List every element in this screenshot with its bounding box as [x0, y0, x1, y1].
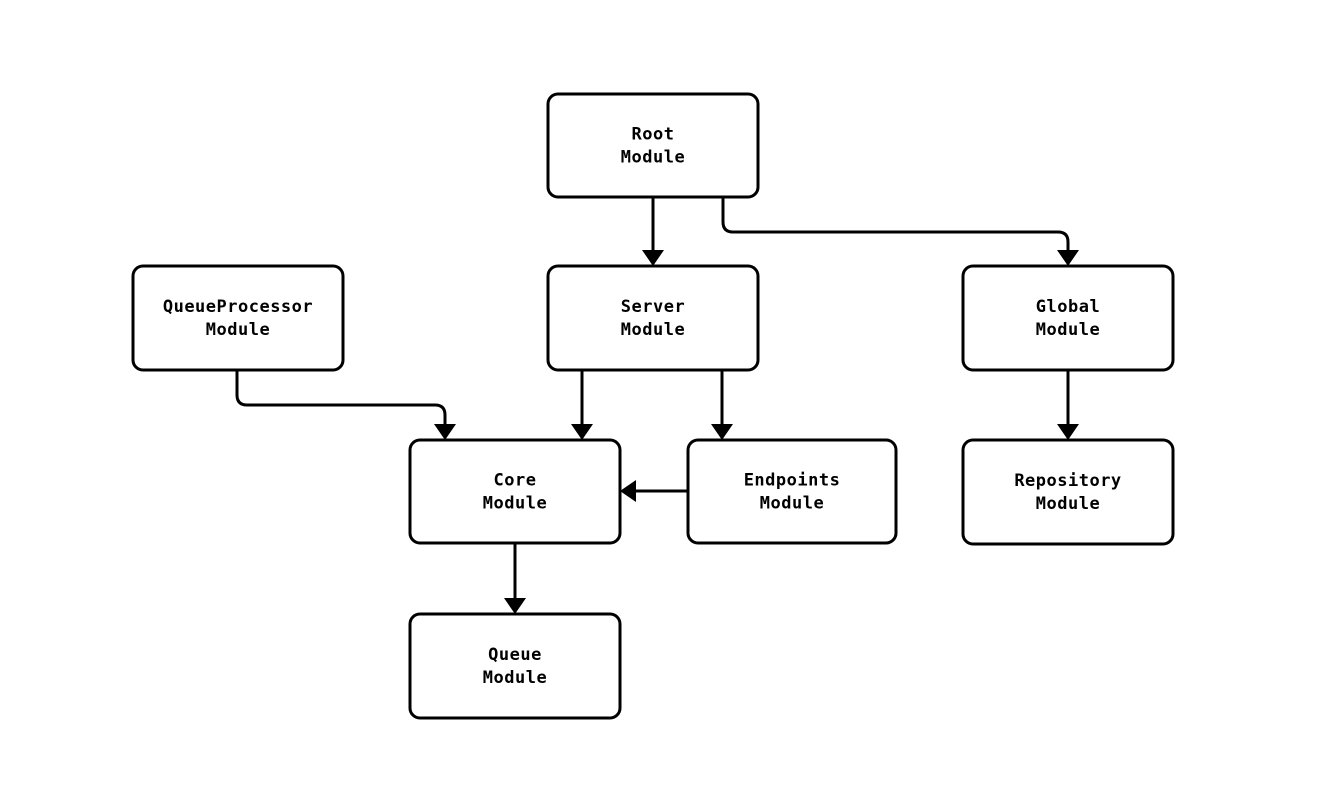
node-layer: RootModuleQueueProcessorModuleServerModu… — [131, 92, 1175, 720]
server-module-node-box[interactable] — [546, 264, 760, 372]
global-module-node-box[interactable] — [961, 264, 1175, 372]
edge-queueprocessor-to-core-arrowhead — [434, 424, 456, 440]
core-module-node-label-line1: Core — [494, 471, 537, 491]
core-module-node-box[interactable] — [408, 438, 622, 545]
edge-global-to-repository-arrowhead — [1057, 424, 1079, 440]
repository-module-node-label-line1: Repository — [1014, 471, 1121, 491]
queueprocessor-module-node-label-line1: QueueProcessor — [163, 297, 313, 317]
root-module-node-label-line1: Root — [632, 125, 675, 145]
queue-module-node-label-line1: Queue — [488, 645, 542, 665]
queueprocessor-module-node-box[interactable] — [131, 264, 345, 372]
server-module-node-label-line2: Module — [621, 320, 685, 340]
repository-module-node-box[interactable] — [961, 438, 1175, 546]
global-module-node-label-line1: Global — [1036, 297, 1100, 317]
endpoints-module-node-label-line1: Endpoints — [744, 471, 841, 491]
edge-root-to-global-line — [721, 197, 1070, 252]
edge-root-to-server — [642, 197, 664, 266]
edge-server-to-endpoints — [711, 370, 733, 440]
global-module-node-label-line2: Module — [1036, 320, 1100, 340]
edge-root-to-global-arrowhead — [1057, 250, 1079, 266]
edge-endpoints-to-core-arrowhead — [620, 480, 636, 502]
edge-server-to-core-arrowhead — [571, 424, 593, 440]
edge-queueprocessor-to-core-line — [235, 370, 447, 426]
core-module-node-label-line2: Module — [483, 494, 547, 514]
server-module-node-label-line1: Server — [621, 297, 685, 317]
queue-module-node-box[interactable] — [408, 612, 622, 720]
root-module-node-box[interactable] — [546, 92, 760, 199]
repository-module-node-label-line2: Module — [1036, 494, 1100, 514]
edge-global-to-repository — [1057, 370, 1079, 440]
root-module-node-label-line2: Module — [621, 148, 685, 168]
endpoints-module-node-box[interactable] — [686, 438, 898, 545]
edge-queueprocessor-to-core — [235, 370, 456, 440]
edge-root-to-server-arrowhead — [642, 250, 664, 266]
endpoints-module-node-label-line2: Module — [760, 494, 824, 514]
edge-root-to-global — [721, 197, 1079, 266]
edge-server-to-core — [571, 370, 593, 440]
queue-module-node-label-line2: Module — [483, 668, 547, 688]
edge-core-to-queue — [504, 543, 526, 614]
edge-server-to-endpoints-arrowhead — [711, 424, 733, 440]
edge-endpoints-to-core — [620, 480, 688, 502]
queueprocessor-module-node-label-line2: Module — [206, 320, 270, 340]
edge-core-to-queue-arrowhead — [504, 598, 526, 614]
edge-layer — [235, 197, 1079, 614]
